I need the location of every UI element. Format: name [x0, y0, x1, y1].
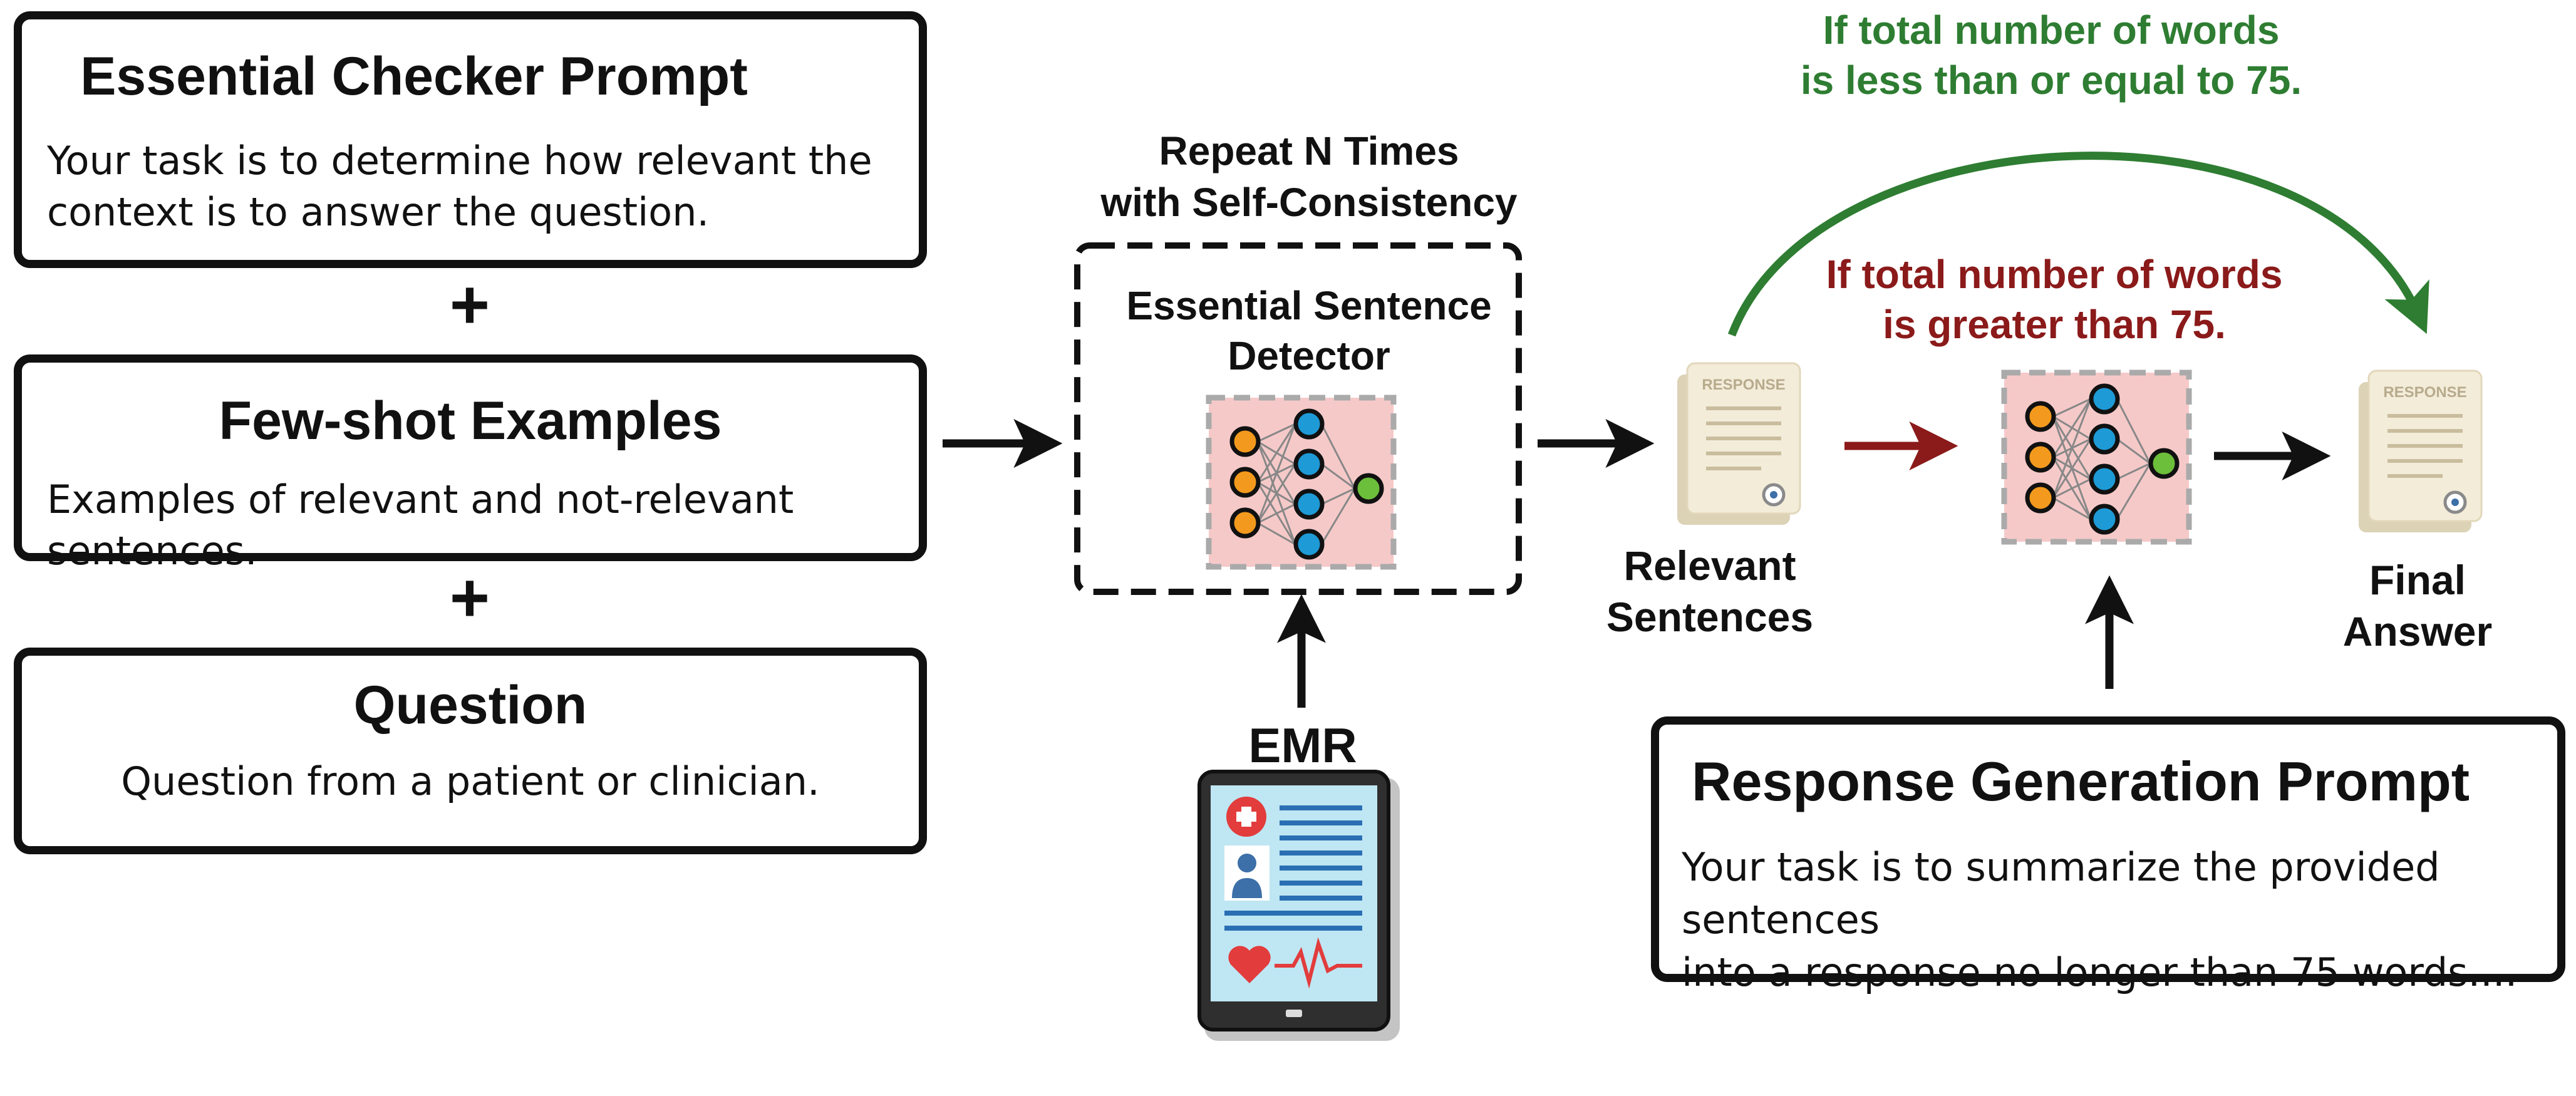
nn-edge: [2116, 438, 2151, 465]
final-answer-document-icon: RESPONSE: [2359, 370, 2483, 532]
nn-edge: [2052, 478, 2091, 499]
heart-icon: [1228, 946, 1271, 983]
condition-greater-label: If total number of words is greater than…: [1741, 249, 2367, 349]
response-body-line1: Your task is to summarize the provided s…: [1682, 844, 2440, 943]
nn-edge: [2116, 463, 2151, 520]
question-body: Question from a patient or clinician.: [121, 758, 820, 804]
nn-edge: [1257, 503, 1296, 524]
relevant-label-line2: Sentences: [1606, 594, 1814, 640]
arrow-bypass-curve: [1727, 152, 2429, 337]
nn-edge: [2052, 438, 2092, 499]
nn-edge: [1257, 522, 1296, 545]
nn-edge: [1257, 423, 1296, 443]
plus-sign-2: +: [449, 559, 490, 636]
nn-input-node: [1229, 426, 1261, 457]
condition-le-line2: is less than or equal to 75.: [1800, 58, 2302, 103]
repeat-label-line2: with Self-Consistency: [1100, 180, 1518, 225]
nn-hidden-node: [2089, 463, 2120, 495]
repeat-label-line1: Repeat N Times: [1159, 128, 1459, 173]
question-title: Question: [353, 675, 587, 735]
final-answer-label: Final Answer: [2317, 554, 2518, 657]
nn-edge: [1320, 488, 1356, 545]
pulse-icon: [1275, 937, 1362, 989]
final-label-line1: Final: [2369, 557, 2466, 603]
nn-edge: [1320, 423, 1356, 489]
condition-less-equal-label: If total number of words is less than or…: [1691, 5, 2411, 105]
relevant-document-icon: RESPONSE: [1677, 362, 1801, 525]
nn-input-node: [1229, 467, 1261, 498]
nn-edge: [1256, 423, 1296, 483]
checker-body-line1: Your task is to determine how relevant t…: [47, 138, 872, 184]
response-body-line2: into a response no longer than 75 words.…: [1682, 949, 2518, 995]
essential-checker-prompt-title: Essential Checker Prompt: [80, 46, 748, 106]
nn-edge: [1256, 423, 1296, 524]
emr-tablet-icon: [1197, 770, 1400, 1041]
nn-output-node: [1353, 473, 1384, 504]
nn-hidden-node: [1293, 529, 1325, 560]
nn-hidden-node: [1293, 489, 1325, 520]
nn-hidden-node: [2089, 383, 2120, 415]
few-shot-examples-box: Few-shot Examples Examples of relevant a…: [14, 354, 927, 574]
relevant-sentences-label: Relevant Sentences: [1585, 540, 1835, 643]
response-generation-prompt-box: Response Generation Prompt Your task is …: [1651, 716, 2565, 995]
detector-dashed-box: [1074, 242, 1522, 595]
repeat-label: Repeat N Times with Self-Consistency: [1027, 125, 1591, 228]
detector-label: Essential Sentence Detector: [1077, 281, 1541, 381]
question-box: Question Question from a patient or clin…: [14, 648, 927, 854]
nn-edge: [2052, 398, 2092, 499]
nn-output-node: [2148, 448, 2180, 479]
relevant-doc-label: RESPONSE: [1702, 376, 1785, 393]
nn-edge: [2052, 398, 2091, 418]
essential-checker-prompt-box: Essential Checker Prompt Your task is to…: [14, 11, 927, 268]
nn-edge: [2052, 398, 2092, 458]
relevant-label-line1: Relevant: [1623, 542, 1796, 589]
few-shot-examples-body: Examples of relevant and not-relevant se…: [47, 477, 794, 574]
nn-edge: [2116, 462, 2151, 480]
nn-hidden-node: [1293, 448, 1325, 480]
nn-hidden-node: [2089, 423, 2120, 455]
nn-edge: [2116, 398, 2151, 464]
detector-label-line2: Detector: [1228, 333, 1390, 378]
nn-hidden-node: [1293, 408, 1325, 440]
nn-edge: [1256, 463, 1296, 524]
nn-input-node: [2025, 401, 2056, 432]
response-generation-prompt-body: Your task is to summarize the provided s…: [1682, 841, 2557, 999]
nn-input-node: [2025, 442, 2056, 473]
nn-edge: [1321, 463, 1355, 490]
nn-hidden-node: [2089, 504, 2120, 535]
final-label-line2: Answer: [2342, 608, 2493, 654]
detector-label-line1: Essential Sentence: [1126, 283, 1492, 328]
condition-le-line1: If total number of words: [1823, 8, 2280, 53]
emr-label: EMR: [1248, 718, 1357, 773]
nn-input-node: [2025, 482, 2056, 514]
few-shot-examples-title: Few-shot Examples: [219, 391, 722, 451]
nn-input-node: [1229, 507, 1261, 539]
nn-edge: [1321, 487, 1355, 505]
essential-checker-prompt-body: Your task is to determine how relevant t…: [47, 135, 872, 238]
nn-edge: [2052, 497, 2091, 520]
response-generation-prompt-title: Response Generation Prompt: [1692, 750, 2470, 812]
final-doc-label: RESPONSE: [2383, 384, 2466, 401]
condition-gt-line2: is greater than 75.: [1883, 302, 2226, 347]
checker-body-line2: context is to answer the question.: [47, 189, 710, 235]
condition-gt-line1: If total number of words: [1826, 252, 2283, 297]
plus-sign-1: +: [449, 266, 490, 343]
